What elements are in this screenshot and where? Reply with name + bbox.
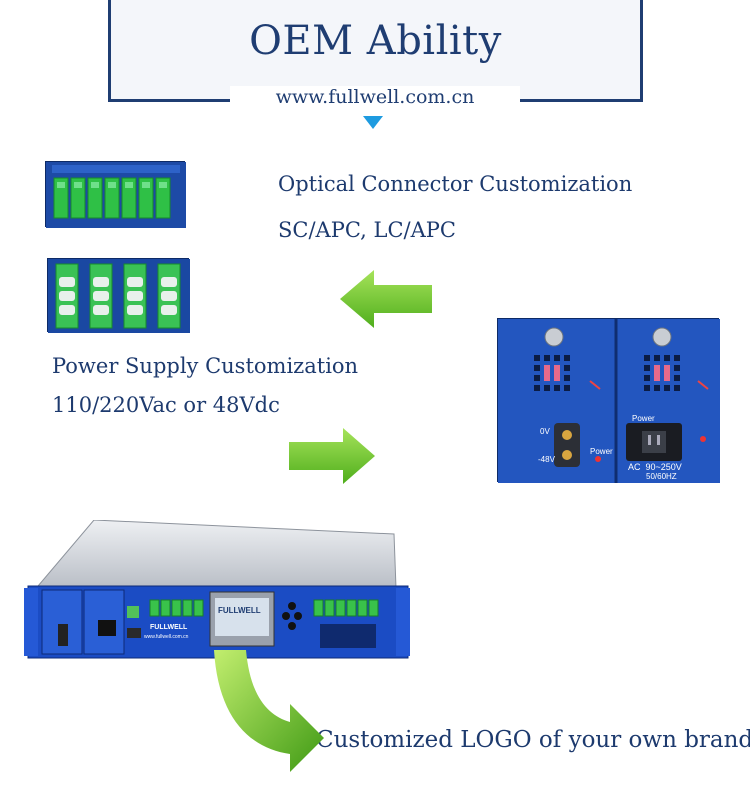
optical-connectors-green-image (46, 162, 186, 228)
pwr-left-power-label: Power (590, 447, 613, 456)
arrow-left-icon (340, 270, 432, 328)
pwr-right-freq: 50/60HZ (646, 472, 677, 481)
device-site-url: www.fullwell.com.cn (144, 634, 189, 640)
power-supply-types: 110/220Vac or 48Vdc (52, 393, 280, 417)
arrow-right-icon (289, 428, 375, 484)
header-frame (108, 0, 643, 102)
device-screen-logo: FULLWELL (218, 606, 261, 615)
pwr-right-rating: AC 90~250V (628, 462, 682, 472)
device-brand-logo: FULLWELL (150, 624, 188, 631)
site-url: www.fullwell.com.cn (230, 86, 520, 112)
power-supply-heading: Power Supply Customization (52, 354, 359, 378)
optical-connector-types: SC/APC, LC/APC (278, 218, 456, 242)
lc-connectors-image (48, 259, 190, 333)
pwr-right-power-label: Power (632, 414, 655, 423)
page-title: OEM Ability (249, 18, 502, 64)
header: OEM Ability (108, 0, 643, 102)
down-triangle-icon (363, 116, 383, 129)
rack-chassis-image (24, 519, 410, 659)
pwr-left-label-0v: 0V (540, 427, 550, 436)
optical-connector-heading: Optical Connector Customization (278, 172, 633, 196)
optical-connector-photo-top (45, 161, 186, 228)
power-supply-photo: 0V -48V Power Power AC 90~250V 50/60HZ (497, 318, 720, 483)
power-modules-image (498, 319, 720, 483)
curved-arrow-icon (214, 650, 324, 772)
device-photo: FULLWELL FULLWELL www.fullwell.com.cn (24, 519, 414, 660)
logo-customization-heading: Customized LOGO of your own brand (316, 727, 750, 753)
pwr-left-label-48v: -48V (538, 455, 555, 464)
optical-connector-photo-bottom (47, 258, 190, 333)
